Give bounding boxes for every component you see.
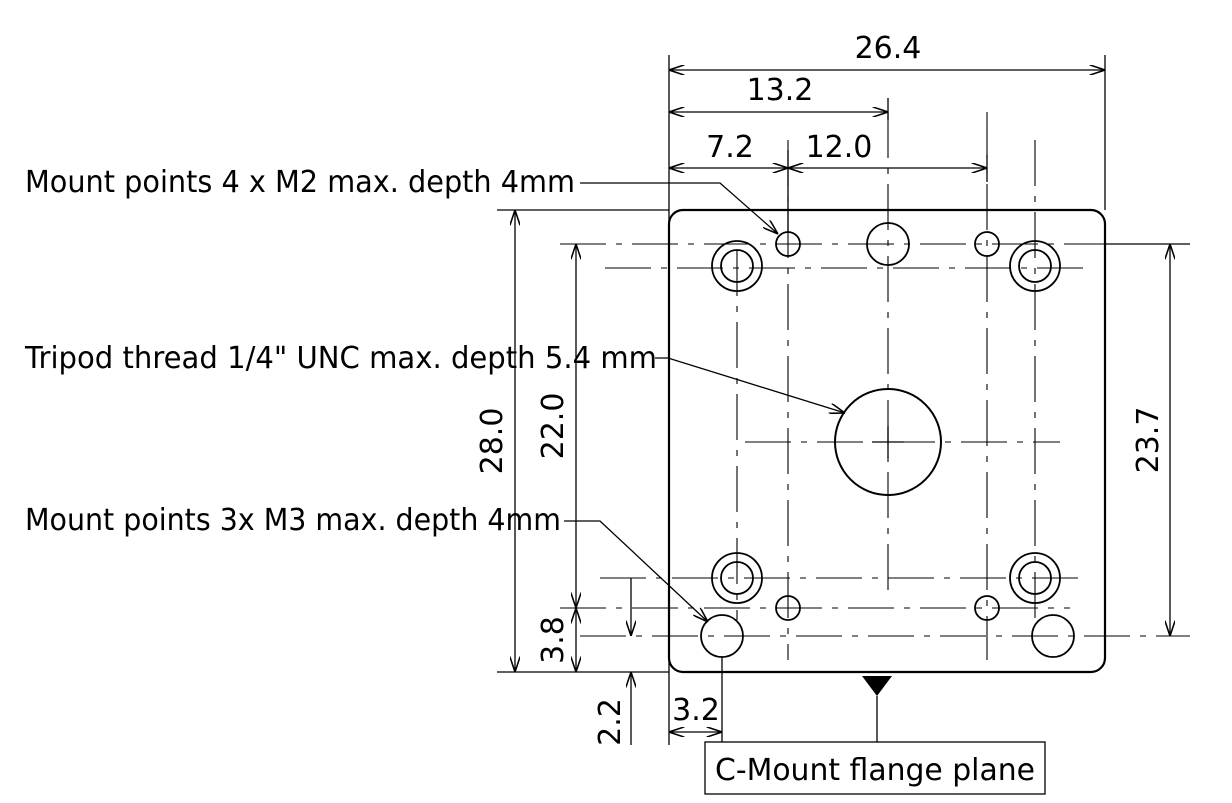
leader-lines bbox=[564, 182, 845, 622]
flange-label-box bbox=[704, 741, 1046, 795]
dimension-lines bbox=[515, 70, 1170, 745]
dim-right-height: 23.7 bbox=[1131, 407, 1166, 474]
callout-flange: C-Mount flange plane bbox=[715, 753, 1035, 788]
screw-bottom-left bbox=[711, 552, 763, 604]
screw-top-left bbox=[711, 240, 763, 292]
callout-m3-mount: Mount points 3x M3 max. depth 4mm bbox=[25, 503, 561, 538]
dim-edge-offset: 3.2 bbox=[672, 693, 720, 728]
dim-m2-spacing: 12.0 bbox=[806, 130, 873, 165]
m2-hole-bottom-right bbox=[974, 595, 1000, 621]
m2-hole-top-right bbox=[974, 231, 1000, 257]
dim-bottom-offset-1: 3.8 bbox=[536, 616, 571, 664]
callout-tripod: Tripod thread 1/4" UNC max. depth 5.4 mm bbox=[24, 341, 657, 376]
center-lines bbox=[560, 112, 1190, 660]
holes bbox=[700, 222, 1075, 658]
screw-top-right bbox=[1009, 240, 1061, 292]
m3-hole-top-center bbox=[866, 222, 910, 266]
dim-overall-height: 28.0 bbox=[475, 408, 510, 475]
dim-offset-left: 7.2 bbox=[706, 130, 754, 165]
dim-overall-width: 26.4 bbox=[855, 31, 922, 66]
callout-m2-mount: Mount points 4 x M2 max. depth 4mm bbox=[25, 165, 575, 200]
flange-marker bbox=[862, 676, 892, 742]
dim-bottom-offset-2: 2.2 bbox=[593, 698, 628, 746]
m3-hole-bottom-right bbox=[1031, 614, 1075, 658]
tripod-thread-hole bbox=[834, 388, 942, 496]
screw-bottom-right bbox=[1009, 552, 1061, 604]
dim-half-width: 13.2 bbox=[747, 73, 814, 108]
m2-hole-bottom-left bbox=[775, 595, 801, 621]
dim-m3-height: 22.0 bbox=[536, 393, 571, 460]
